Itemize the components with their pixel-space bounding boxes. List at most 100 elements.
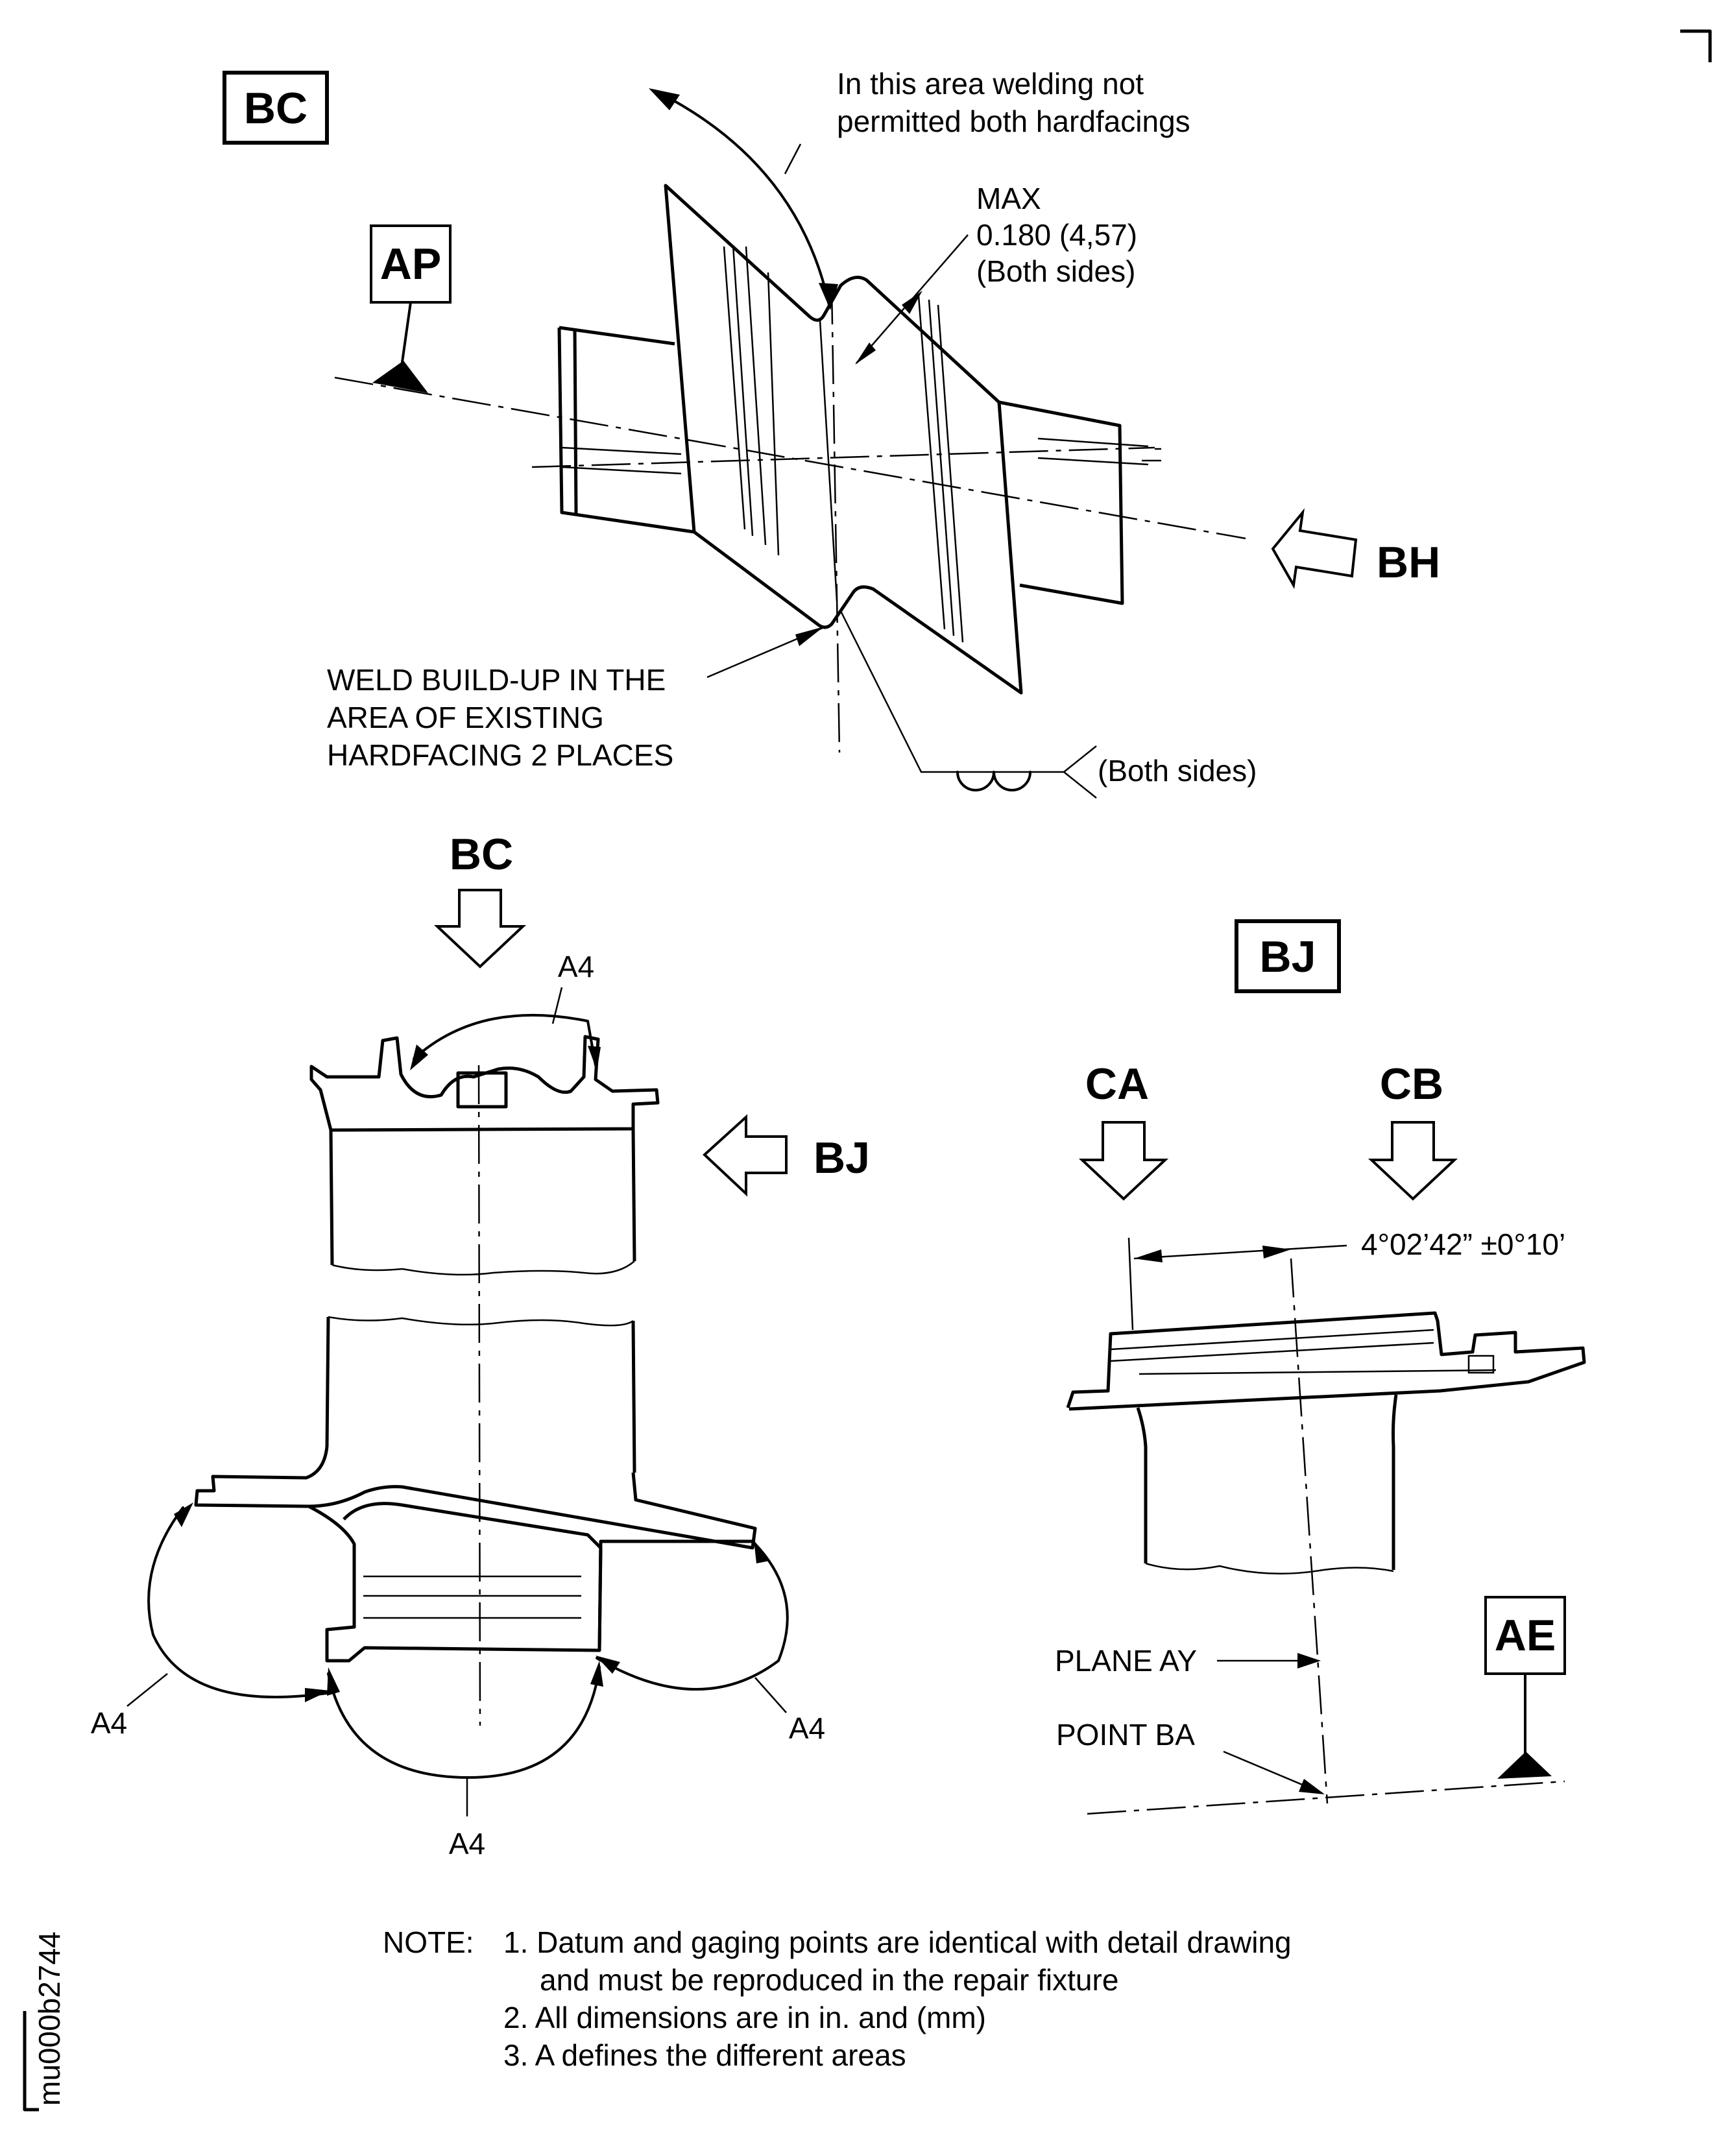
no-weld-arrowhead-left — [649, 88, 680, 110]
weld-label-1: WELD BUILD-UP IN THE — [327, 663, 666, 697]
datum-ae-box — [1484, 1596, 1566, 1675]
area-leader-left — [127, 1673, 168, 1707]
datum-ap-leader — [401, 301, 412, 363]
angle-dim-label: 4°02’42” ±0°10’ — [1361, 1227, 1565, 1261]
view-ca-arrow — [1078, 1121, 1169, 1201]
bj-platform-pocket — [1467, 1355, 1495, 1374]
max-label: MAX — [976, 182, 1041, 215]
note-2: 2. All dimensions are in in. and (mm) — [503, 2001, 986, 2034]
point-ba-label: POINT BA — [1056, 1718, 1195, 1752]
figure-id-label: mu000b2744 — [32, 1931, 66, 2106]
blade-upper-shank — [329, 1128, 636, 1266]
area-leader-right — [754, 1677, 787, 1713]
figure-id-bracket — [23, 2011, 39, 2112]
area-label-bottom: A4 — [449, 1827, 485, 1861]
no-weld-arc — [654, 90, 830, 306]
bj-platform — [1066, 1311, 1586, 1411]
bc-airfoil-line-8 — [819, 320, 838, 601]
max-dim-arrow-bottom — [855, 343, 876, 365]
plane-ay-arrow — [1297, 1653, 1321, 1669]
view-bh-label: BH — [1377, 538, 1440, 587]
area-arrow-top-left — [410, 1044, 428, 1070]
blade-tip-center-block — [456, 1071, 508, 1109]
view-bj-title: BJ — [1260, 932, 1316, 982]
view-cb-arrow — [1368, 1121, 1458, 1201]
no-weld-arrowhead-right — [819, 283, 838, 310]
datum-plane-line — [1087, 1780, 1565, 1815]
view-bc-title-box — [223, 71, 329, 145]
weld-both-sides-label: (Both sides) — [1098, 754, 1257, 788]
blade-lower-shank — [325, 1316, 636, 1473]
angle-dim-arrow-right — [1262, 1246, 1291, 1259]
blade-root-platform-inner — [307, 1502, 603, 1663]
view-bc: BC In this area welding not permitted bo… — [223, 67, 1440, 799]
bj-shank-break — [1145, 1562, 1394, 1574]
point-ba-arrow — [1299, 1779, 1325, 1794]
plane-ay-label: PLANE AY — [1055, 1644, 1197, 1678]
no-weld-label-1: In this area welding not — [837, 67, 1144, 101]
bc-right-stub — [998, 400, 1124, 605]
area-arc-bottom — [327, 1666, 601, 1779]
bc-vertical-centerline — [830, 285, 841, 753]
blade-root-side — [597, 1539, 755, 1651]
bc-stub-hatch — [561, 437, 1161, 475]
view-bc-arrow — [433, 889, 527, 969]
view-cb-label: CB — [1380, 1059, 1443, 1109]
area-arc-top — [413, 1013, 597, 1066]
view-bc-arrow-label: BC — [450, 830, 513, 879]
notes: NOTE: 1. Datum and gaging points are ide… — [383, 1925, 1292, 2072]
bc-airfoil-line-4 — [767, 272, 780, 556]
weld-leader-arrow — [795, 627, 824, 646]
note-1-line-2: and must be reproduced in the repair fix… — [540, 1963, 1118, 1997]
area-arrow-right-bottom — [596, 1656, 620, 1674]
bj-centerline — [1290, 1258, 1329, 1804]
bc-airfoil-line-2 — [732, 245, 754, 536]
view-ca-label: CA — [1085, 1059, 1149, 1109]
area-arrow-left-top — [174, 1502, 193, 1527]
area-arc-left — [147, 1506, 328, 1698]
bj-platform-line-1 — [1110, 1329, 1434, 1351]
bc-left-stub — [557, 326, 695, 534]
no-weld-leader — [784, 143, 802, 175]
bc-axis-centerline — [334, 376, 1246, 540]
blade-root-platform — [194, 1446, 757, 1550]
datum-ae-triangle — [1497, 1752, 1552, 1779]
datum-ae-label: AE — [1495, 1611, 1556, 1660]
view-bj-title-box — [1235, 919, 1341, 993]
angle-dim-line — [1133, 1244, 1347, 1260]
max-value-label: 0.180 (4,57) — [976, 218, 1137, 252]
area-leader-top — [551, 987, 563, 1024]
bc-airfoil-line-7 — [937, 304, 964, 643]
view-blade: BC A4 BJ A4 — [91, 830, 870, 1861]
weld-symbol-bead — [956, 771, 1031, 791]
view-bj-arrow — [703, 1114, 788, 1197]
area-label-right: A4 — [789, 1711, 825, 1745]
max-dim-arrow-top — [902, 291, 922, 314]
weld-symbol-leader — [839, 610, 1097, 799]
notes-heading: NOTE: — [383, 1925, 474, 1959]
note-3: 3. A defines the different areas — [503, 2038, 906, 2072]
bc-airfoil-line-3 — [745, 246, 767, 546]
bj-shank — [1136, 1394, 1398, 1570]
corner-mark — [1680, 29, 1712, 62]
blade-tip-platform — [309, 1035, 660, 1132]
area-arrow-bottom-right — [590, 1661, 603, 1687]
bc-airfoil-line-5 — [917, 295, 946, 630]
no-weld-label-2: permitted both hardfacings — [837, 104, 1190, 138]
view-bh-arrow — [1271, 508, 1358, 590]
area-label-left: A4 — [91, 1706, 127, 1740]
area-arrow-left-bottom — [305, 1688, 330, 1702]
weld-label-3: HARDFACING 2 PLACES — [327, 738, 673, 772]
weld-label-2: AREA OF EXISTING — [327, 701, 604, 734]
max-both-sides-label: (Both sides) — [976, 254, 1135, 288]
view-bj: BJ CA CB 4°02’42” ±0°10’ AE PLANE AY — [1055, 919, 1586, 1815]
view-bc-title: BC — [244, 84, 307, 133]
datum-ap-triangle — [372, 361, 428, 393]
blade-centerline — [477, 1065, 481, 1726]
view-bj-arrow-label: BJ — [814, 1133, 870, 1183]
area-arrow-bottom-left — [327, 1667, 340, 1696]
bc-airfoil-line-1 — [723, 246, 746, 530]
angle-dim-arrow-left — [1134, 1249, 1163, 1262]
area-arc-right — [596, 1543, 789, 1691]
